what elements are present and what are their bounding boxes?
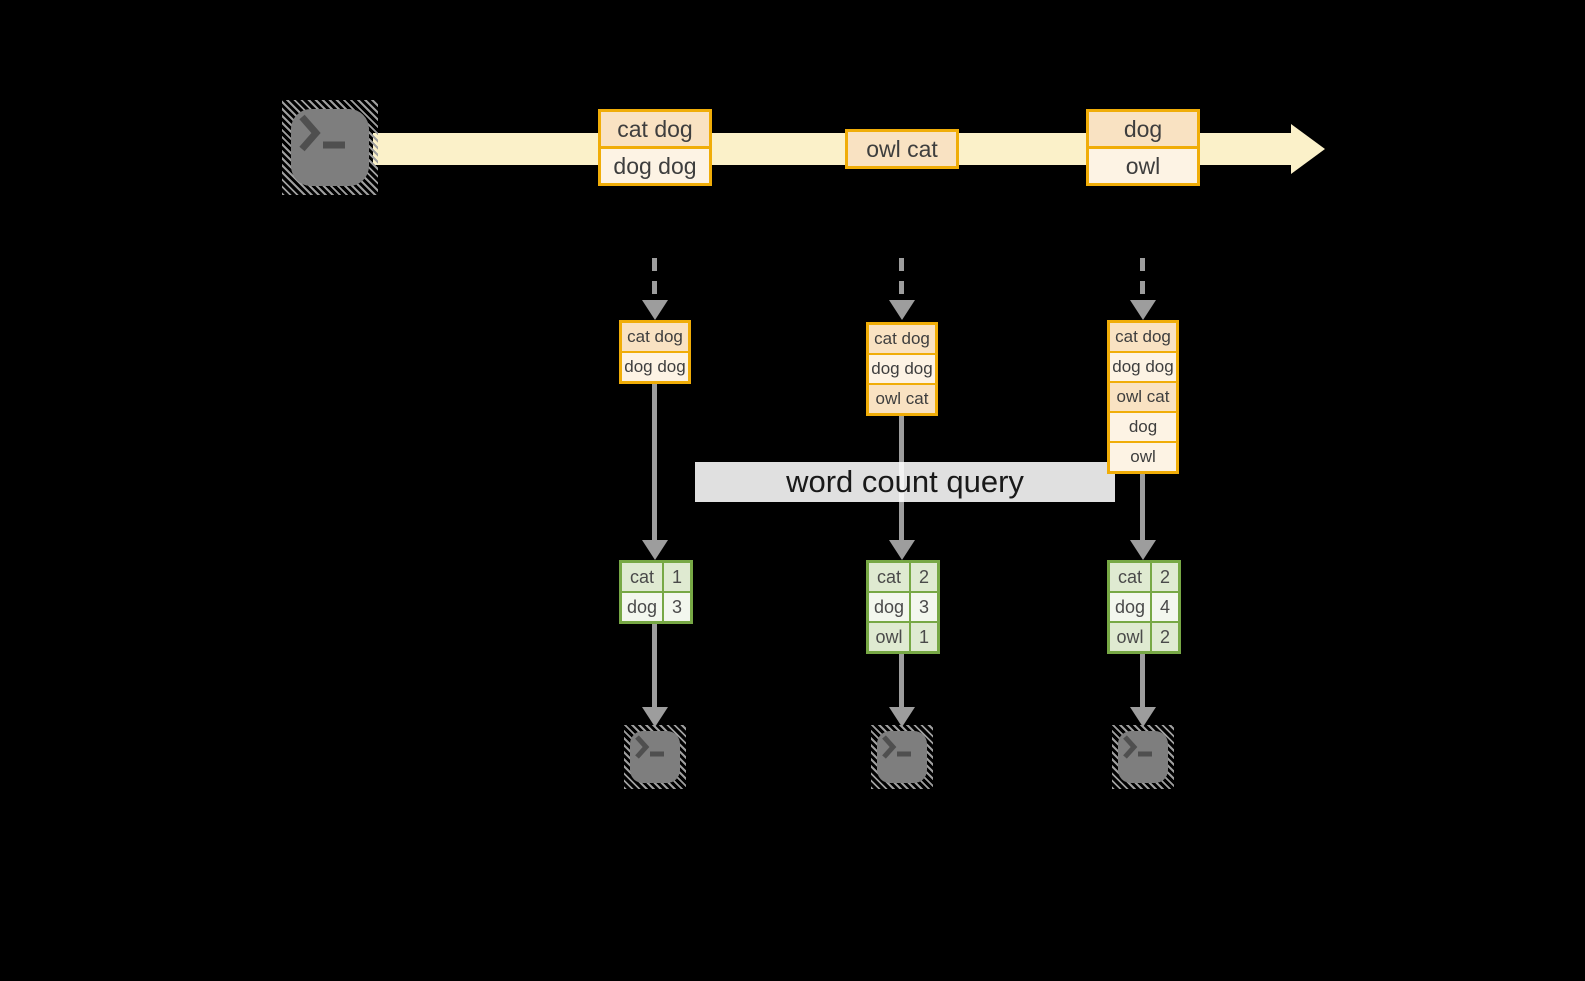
buffered-event-text: owl cat bbox=[869, 385, 935, 413]
word-count-table: cat 1 dog 3 bbox=[619, 560, 693, 624]
stream-arrowhead-icon bbox=[1291, 124, 1325, 174]
buffered-event-text: dog dog bbox=[622, 353, 688, 381]
count-cell: 3 bbox=[664, 593, 690, 621]
word-cell: cat bbox=[869, 563, 909, 591]
ingest-arrow-line bbox=[652, 258, 657, 302]
prompt-glyph-icon bbox=[1123, 735, 1152, 759]
buffered-event-text: cat dog bbox=[1110, 323, 1176, 351]
output-arrow-line bbox=[1140, 654, 1145, 707]
query-label-band: word count query bbox=[695, 462, 1115, 502]
ingest-arrow-line bbox=[1140, 258, 1145, 302]
ingest-arrowhead-icon bbox=[889, 300, 915, 320]
query-arrow-line bbox=[652, 384, 657, 540]
count-cell: 1 bbox=[664, 563, 690, 591]
count-cell: 1 bbox=[911, 623, 937, 651]
buffered-event-text: cat dog bbox=[622, 323, 688, 351]
buffered-events-box: cat dog dog dog owl cat bbox=[866, 322, 938, 416]
ingest-arrowhead-icon bbox=[1130, 300, 1156, 320]
ingest-arrowhead-icon bbox=[642, 300, 668, 320]
count-cell: 4 bbox=[1152, 593, 1178, 621]
stream-event-text: owl bbox=[1089, 149, 1197, 183]
prompt-glyph-icon bbox=[882, 735, 911, 759]
terminal-sink-icon bbox=[1112, 725, 1174, 789]
output-arrow-line bbox=[899, 654, 904, 707]
output-arrowhead-icon bbox=[1130, 707, 1156, 727]
prompt-glyph-icon bbox=[635, 735, 664, 759]
stream-event-text: owl cat bbox=[848, 132, 956, 166]
word-cell: cat bbox=[1110, 563, 1150, 591]
word-cell: cat bbox=[622, 563, 662, 591]
count-cell: 2 bbox=[911, 563, 937, 591]
word-count-table: cat 2 dog 3 owl 1 bbox=[866, 560, 940, 654]
query-arrowhead-icon bbox=[889, 540, 915, 560]
count-cell: 2 bbox=[1152, 623, 1178, 651]
stream-event-box: owl cat bbox=[845, 129, 959, 169]
output-arrow-line bbox=[652, 624, 657, 707]
count-cell: 2 bbox=[1152, 563, 1178, 591]
output-arrowhead-icon bbox=[889, 707, 915, 727]
buffered-event-text: dog dog bbox=[869, 355, 935, 383]
buffered-event-text: dog bbox=[1110, 413, 1176, 441]
terminal-sink-icon bbox=[871, 725, 933, 789]
word-cell: dog bbox=[869, 593, 909, 621]
stream-event-text: dog bbox=[1089, 112, 1197, 146]
output-arrowhead-icon bbox=[642, 707, 668, 727]
buffered-event-text: owl bbox=[1110, 443, 1176, 471]
ingest-arrow-line bbox=[899, 258, 904, 302]
buffered-events-box: cat dog dog dog owl cat dog owl bbox=[1107, 320, 1179, 474]
buffered-event-text: owl cat bbox=[1110, 383, 1176, 411]
query-label: word count query bbox=[786, 464, 1024, 499]
prompt-glyph-icon bbox=[299, 114, 345, 152]
stream-event-text: cat dog bbox=[601, 112, 709, 146]
word-count-table: cat 2 dog 4 owl 2 bbox=[1107, 560, 1181, 654]
buffered-events-box: cat dog dog dog bbox=[619, 320, 691, 384]
buffered-event-text: cat dog bbox=[869, 325, 935, 353]
stream-event-text: dog dog bbox=[601, 149, 709, 183]
word-cell: owl bbox=[869, 623, 909, 651]
terminal-source-icon bbox=[282, 100, 378, 195]
query-arrowhead-icon bbox=[642, 540, 668, 560]
query-arrow-line bbox=[1140, 474, 1145, 540]
count-cell: 3 bbox=[911, 593, 937, 621]
stream-event-box: dog owl bbox=[1086, 109, 1200, 186]
word-cell: dog bbox=[622, 593, 662, 621]
word-cell: dog bbox=[1110, 593, 1150, 621]
stream-event-box: cat dog dog dog bbox=[598, 109, 712, 186]
word-cell: owl bbox=[1110, 623, 1150, 651]
terminal-sink-icon bbox=[624, 725, 686, 789]
query-arrowhead-icon bbox=[1130, 540, 1156, 560]
buffered-event-text: dog dog bbox=[1110, 353, 1176, 381]
